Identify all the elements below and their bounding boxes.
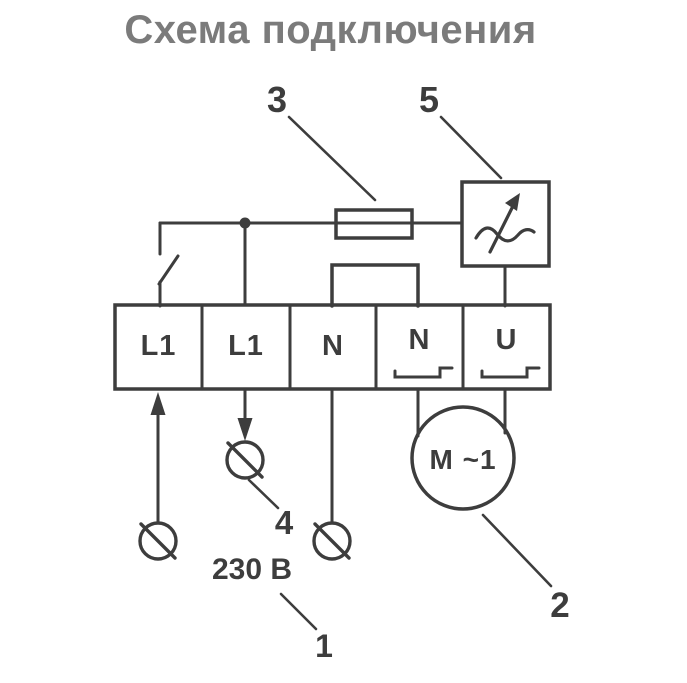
- terminal-label-n-in: N: [322, 330, 344, 362]
- wave-glyph: [474, 226, 536, 243]
- plug-terminal-icon: [225, 440, 265, 480]
- callout-motor: 2: [550, 586, 570, 625]
- output-line-l: [225, 387, 265, 480]
- output-mark-n: [393, 366, 454, 379]
- voltage-label: 230 В: [212, 553, 293, 586]
- arrow-head: [505, 193, 520, 211]
- page-title: Схема подключения: [124, 8, 537, 52]
- junction-dot: [239, 217, 251, 229]
- plug-terminal-icon: [312, 521, 352, 561]
- callout-controller: 5: [418, 79, 440, 120]
- wire-network: [158, 217, 507, 308]
- terminal-block: [113, 303, 552, 391]
- output-mark-u: [480, 366, 541, 379]
- switch-icon: [157, 221, 180, 308]
- speed-controller-icon: [460, 180, 551, 268]
- arrow-down-icon: [237, 418, 253, 441]
- supply-line-l: [138, 392, 178, 561]
- callout-leaders: [247, 115, 553, 631]
- callout-leader-3: [287, 115, 377, 202]
- callout-leader-5: [439, 115, 503, 180]
- terminal-label-u-out: U: [495, 324, 518, 356]
- motor-label: M ~1: [429, 444, 497, 475]
- neutral-line: [312, 387, 352, 561]
- terminal-label-n-out: N: [408, 324, 431, 356]
- callout-fuse: 3: [266, 79, 288, 120]
- fuse-icon: [334, 208, 414, 240]
- arrow-shaft: [488, 204, 515, 254]
- plug-terminal-icon: [138, 521, 178, 561]
- callout-plug: 4: [274, 504, 294, 541]
- bridge-wire: [330, 263, 420, 308]
- callout-leader-2: [481, 513, 553, 588]
- terminal-label-l1-out: L1: [228, 330, 264, 362]
- terminal-label-l1-in: L1: [140, 330, 177, 362]
- arrow-up-icon: [150, 392, 166, 415]
- callout-leader-1: [279, 592, 318, 631]
- callout-supply: 1: [315, 628, 333, 664]
- single-phase-motor-icon: [410, 387, 516, 511]
- callout-leader-4: [247, 478, 280, 510]
